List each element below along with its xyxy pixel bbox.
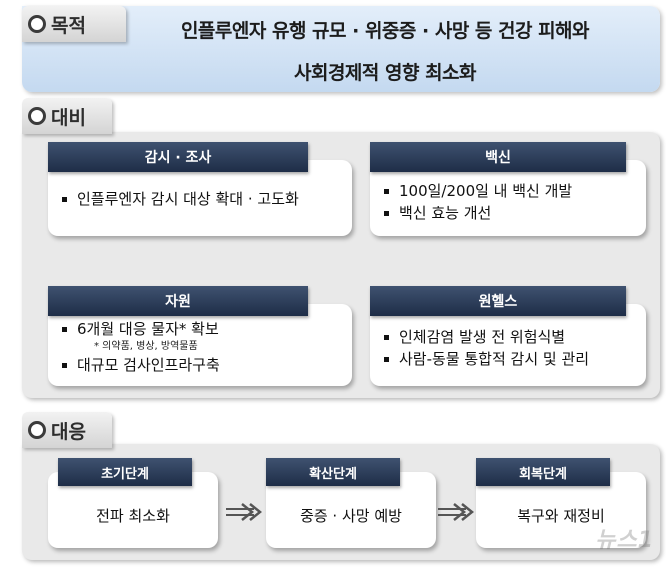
prepare-tab: 대비 xyxy=(22,98,112,134)
card-vaccine: 100일/200일 내 백신 개발 백신 효능 개선 xyxy=(370,160,646,236)
circle-bullet-icon xyxy=(28,421,46,439)
goal-tab-front: 목적 xyxy=(22,6,126,42)
card-header-surveillance: 감시 · 조사 xyxy=(48,142,308,172)
list-item: 인체감염 발생 전 위험식별 xyxy=(384,326,646,348)
goal-text: 인플루엔자 유행 규모 · 위중증 · 사망 등 건강 피해와 사회경제적 영향… xyxy=(110,6,660,92)
double-chevron-right-icon xyxy=(438,503,475,521)
watermark-logo: 뉴스1 xyxy=(595,528,654,553)
double-chevron-right-icon xyxy=(226,503,263,521)
goal-panel xyxy=(22,6,660,92)
response-tab-label: 대응 xyxy=(51,420,86,443)
list-item: 대규모 검사인프라구축 xyxy=(62,354,352,376)
card-header-one-health: 원헬스 xyxy=(370,286,626,316)
list-item: 100일/200일 내 백신 개발 xyxy=(384,180,646,202)
footnote: * 의약품, 병상, 방역물품 xyxy=(94,341,198,352)
circle-bullet-icon xyxy=(28,107,46,125)
list-item: 6개월 대응 물자* 확보 xyxy=(62,318,352,340)
stage-header-spread: 확산단계 xyxy=(266,458,400,486)
stage-text: 중증 · 사망 예방 xyxy=(300,506,402,525)
goal-line-1: 인플루엔자 유행 규모 · 위중증 · 사망 등 건강 피해와 xyxy=(180,20,590,42)
stage-header-initial: 초기단계 xyxy=(58,458,192,486)
card-resources: 6개월 대응 물자* 확보 * 의약품, 병상, 방역물품 대규모 검사인프라구… xyxy=(48,304,352,386)
list-item: 사람-동물 통합적 감시 및 관리 xyxy=(384,348,646,370)
stage-text: 전파 최소화 xyxy=(96,506,170,525)
circle-bullet-icon xyxy=(28,15,46,33)
card-one-health: 인체감염 발생 전 위험식별 사람-동물 통합적 감시 및 관리 xyxy=(370,304,646,386)
card-header-vaccine: 백신 xyxy=(370,142,626,172)
card-surveillance: 인플루엔자 감시 대상 확대 · 고도화 xyxy=(48,160,352,236)
goal-tab-label: 목적 xyxy=(51,14,86,37)
list-item: 백신 효능 개선 xyxy=(384,202,646,224)
prepare-tab-label: 대비 xyxy=(51,106,86,129)
card-header-resources: 자원 xyxy=(48,286,308,316)
list-item: 인플루엔자 감시 대상 확대 · 고도화 xyxy=(62,188,352,210)
response-tab: 대응 xyxy=(22,412,112,448)
stage-text: 복구와 재정비 xyxy=(517,506,605,525)
stage-header-recovery: 회복단계 xyxy=(476,458,610,486)
goal-line-2: 사회경제적 영향 최소화 xyxy=(293,62,477,84)
